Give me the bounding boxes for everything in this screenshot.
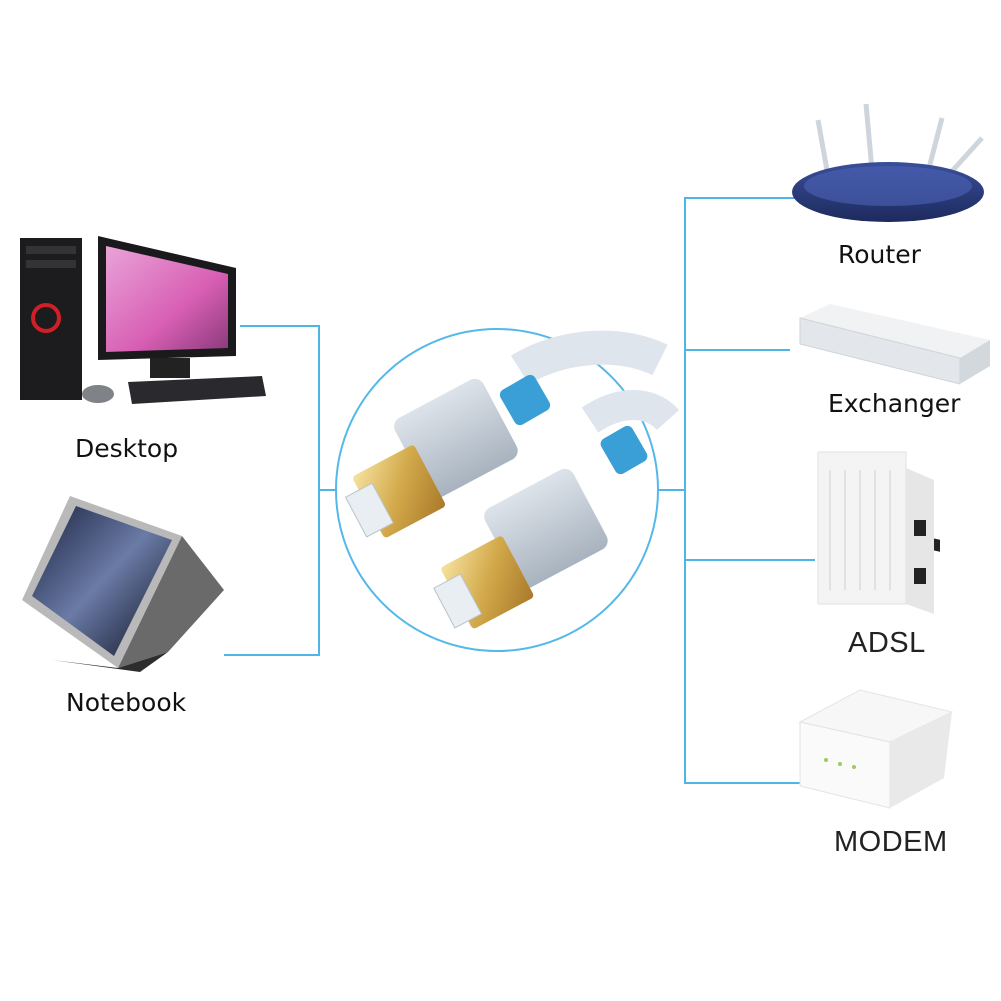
connector-lines xyxy=(224,197,815,784)
laptop-icon xyxy=(22,496,224,672)
exchanger-label: Exchanger xyxy=(828,389,961,418)
router-label: Router xyxy=(838,240,921,269)
modem-icon xyxy=(798,689,954,809)
notebook-label: Notebook xyxy=(66,688,187,717)
right-trunk xyxy=(684,197,800,784)
left-connector xyxy=(224,325,320,656)
desktop-label: Desktop xyxy=(75,434,179,463)
router-icon xyxy=(792,103,984,222)
desktop-computer-icon xyxy=(20,236,266,404)
adsl-modem-icon xyxy=(817,451,934,614)
adsl-label: ADSL xyxy=(848,627,926,659)
modem-label: MODEM xyxy=(834,826,948,858)
rj45-cable-icon xyxy=(344,330,680,629)
